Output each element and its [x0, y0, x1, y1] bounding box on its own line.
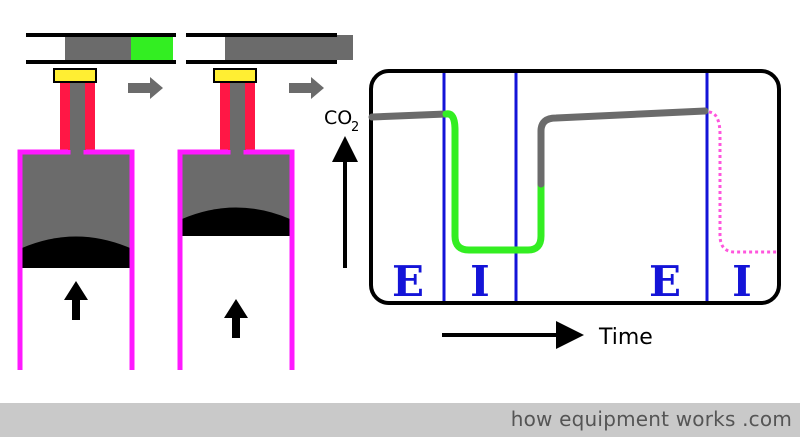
co2-trace-future [708, 110, 778, 254]
piston-head [22, 236, 130, 268]
right-tube-wall [85, 74, 95, 157]
y-axis-arrow-icon [332, 136, 358, 162]
phase-label-inspiration: I [732, 257, 752, 306]
piston-head [182, 207, 290, 236]
phase-label-expiration: E [392, 257, 424, 306]
capnogram-chart: E I E I [368, 69, 781, 306]
cylinder-wall [177, 149, 295, 370]
chart-frame [369, 69, 781, 305]
valve [53, 68, 97, 83]
footer-bar: how equipment works .com [0, 403, 800, 437]
fresh-gas-segment [131, 35, 173, 60]
y-axis: CO 2 [324, 107, 359, 268]
left-tube-wall [60, 74, 70, 157]
flow-arrow-icon [289, 77, 324, 99]
left-flow-pipe [26, 33, 176, 64]
piston-up-arrow-icon [64, 281, 88, 320]
middle-flow-pipe [186, 33, 353, 64]
valve [213, 68, 257, 83]
y-axis-label-subscript: 2 [351, 120, 359, 135]
x-axis: Time [442, 321, 653, 350]
flow-arrow-icon [128, 77, 163, 99]
footer-credit: how equipment works .com [510, 407, 792, 431]
phase-label-inspiration: I [470, 257, 490, 306]
co2-trace-green [442, 110, 545, 254]
phase-label-expiration: E [649, 257, 681, 306]
x-axis-arrow-icon [556, 321, 584, 349]
y-axis-label: CO [324, 107, 352, 129]
piston-up-arrow-icon [224, 299, 248, 338]
x-axis-label: Time [598, 325, 653, 350]
cylinder-wall [17, 149, 135, 370]
co2-trace-grey-start [368, 110, 450, 121]
co2-trace-grey-end [537, 107, 709, 188]
left-piston-assembly [17, 33, 176, 370]
middle-piston-assembly [177, 33, 353, 370]
